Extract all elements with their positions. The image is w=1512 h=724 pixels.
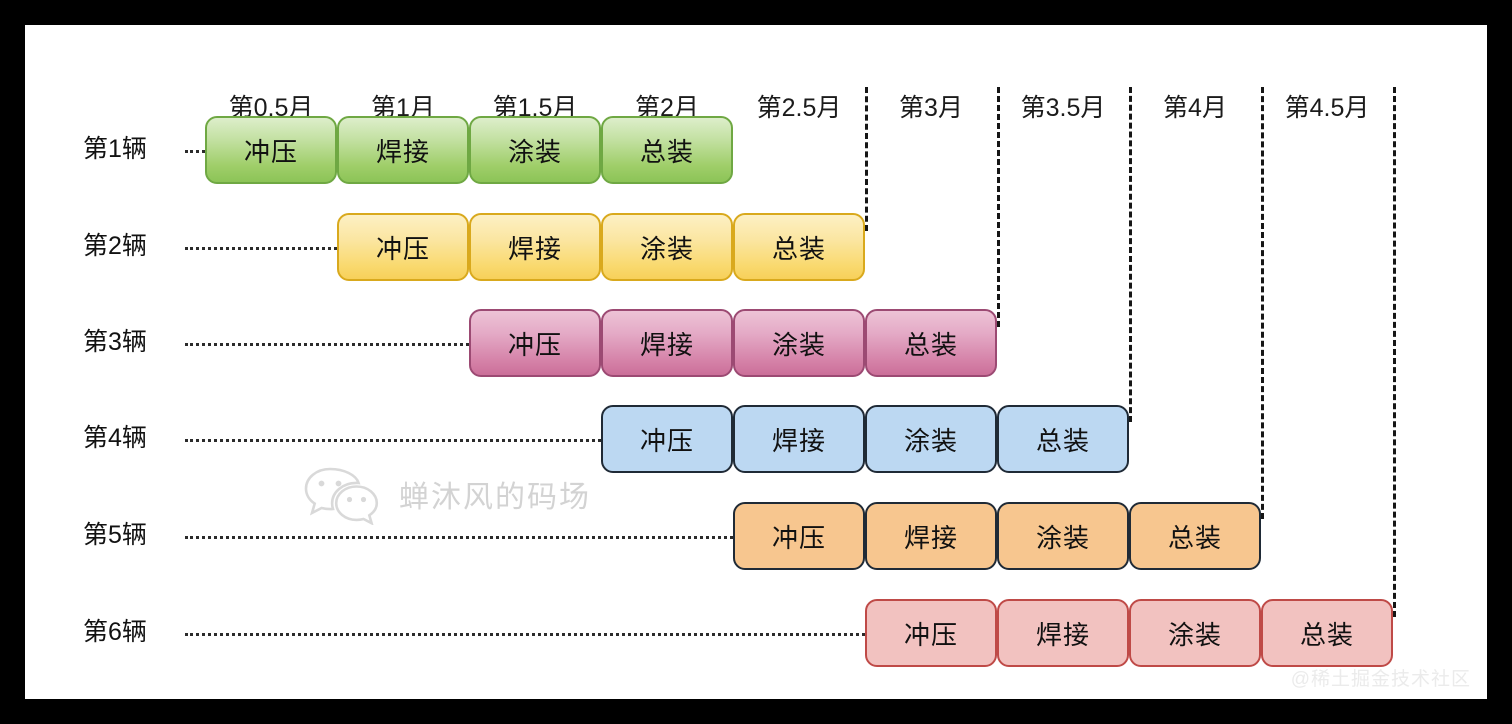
row-label-0: 第1辆 (83, 135, 147, 163)
bar-row-3-stage-2[interactable]: 涂装 (865, 405, 997, 473)
gantt-chart-canvas: 第0.5月 第1月 第1.5月 第2月 第2.5月 第3月 第3.5月 第4月 … (25, 25, 1487, 699)
row-label-1: 第2辆 (83, 232, 147, 260)
bar-row-5-stage-3[interactable]: 总装 (1261, 599, 1393, 667)
bar-row-0-stage-1[interactable]: 焊接 (337, 116, 469, 184)
bar-row-0-stage-3[interactable]: 总装 (601, 116, 733, 184)
bar-row-2-stage-3[interactable]: 总装 (865, 309, 997, 377)
dashed-separator-4 (1261, 87, 1264, 519)
bar-group-row-0: 冲压 焊接 涂装 总装 (205, 116, 733, 184)
dashed-separator-1 (865, 87, 868, 231)
row-leader-4 (185, 536, 733, 539)
bar-row-3-stage-0[interactable]: 冲压 (601, 405, 733, 473)
dashed-separator-5 (1393, 87, 1396, 617)
column-header-7: 第4月 (1163, 94, 1227, 122)
column-header-5: 第3月 (899, 94, 963, 122)
row-label-3: 第4辆 (83, 424, 147, 452)
bar-row-3-stage-3[interactable]: 总装 (997, 405, 1129, 473)
bar-row-5-stage-0[interactable]: 冲压 (865, 599, 997, 667)
bar-group-row-5: 冲压 焊接 涂装 总装 (865, 599, 1393, 667)
bar-row-1-stage-0[interactable]: 冲压 (337, 213, 469, 281)
bar-group-row-1: 冲压 焊接 涂装 总装 (337, 213, 865, 281)
bar-row-2-stage-1[interactable]: 焊接 (601, 309, 733, 377)
bar-row-3-stage-1[interactable]: 焊接 (733, 405, 865, 473)
credit-text: @稀土掘金技术社区 (1290, 669, 1471, 690)
bar-row-1-stage-1[interactable]: 焊接 (469, 213, 601, 281)
bar-row-4-stage-3[interactable]: 总装 (1129, 502, 1261, 570)
bar-row-2-stage-2[interactable]: 涂装 (733, 309, 865, 377)
bar-row-0-stage-0[interactable]: 冲压 (205, 116, 337, 184)
bar-row-4-stage-2[interactable]: 涂装 (997, 502, 1129, 570)
column-header-6: 第3.5月 (1020, 94, 1106, 122)
dashed-separator-3 (1129, 87, 1132, 422)
bar-group-row-3: 冲压 焊接 涂装 总装 (601, 405, 1129, 473)
bar-row-1-stage-3[interactable]: 总装 (733, 213, 865, 281)
watermark: 蝉沐风的码场 (303, 463, 591, 525)
bar-row-4-stage-1[interactable]: 焊接 (865, 502, 997, 570)
row-label-4: 第5辆 (83, 521, 147, 549)
bar-row-5-stage-1[interactable]: 焊接 (997, 599, 1129, 667)
bar-row-4-stage-0[interactable]: 冲压 (733, 502, 865, 570)
bar-row-0-stage-2[interactable]: 涂装 (469, 116, 601, 184)
bar-group-row-2: 冲压 焊接 涂装 总装 (469, 309, 997, 377)
column-header-4: 第2.5月 (756, 94, 842, 122)
row-leader-1 (185, 247, 337, 250)
bar-row-1-stage-2[interactable]: 涂装 (601, 213, 733, 281)
wechat-icon (303, 463, 381, 525)
dashed-separator-2 (997, 87, 1000, 327)
column-header-8: 第4.5月 (1284, 94, 1370, 122)
row-leader-3 (185, 439, 601, 442)
bar-row-2-stage-0[interactable]: 冲压 (469, 309, 601, 377)
row-leader-0 (185, 150, 205, 153)
row-leader-5 (185, 633, 865, 636)
watermark-text: 蝉沐风的码场 (399, 481, 591, 514)
row-label-2: 第3辆 (83, 328, 147, 356)
row-leader-2 (185, 343, 469, 346)
row-label-5: 第6辆 (83, 618, 147, 646)
bar-group-row-4: 冲压 焊接 涂装 总装 (733, 502, 1261, 570)
bar-row-5-stage-2[interactable]: 涂装 (1129, 599, 1261, 667)
